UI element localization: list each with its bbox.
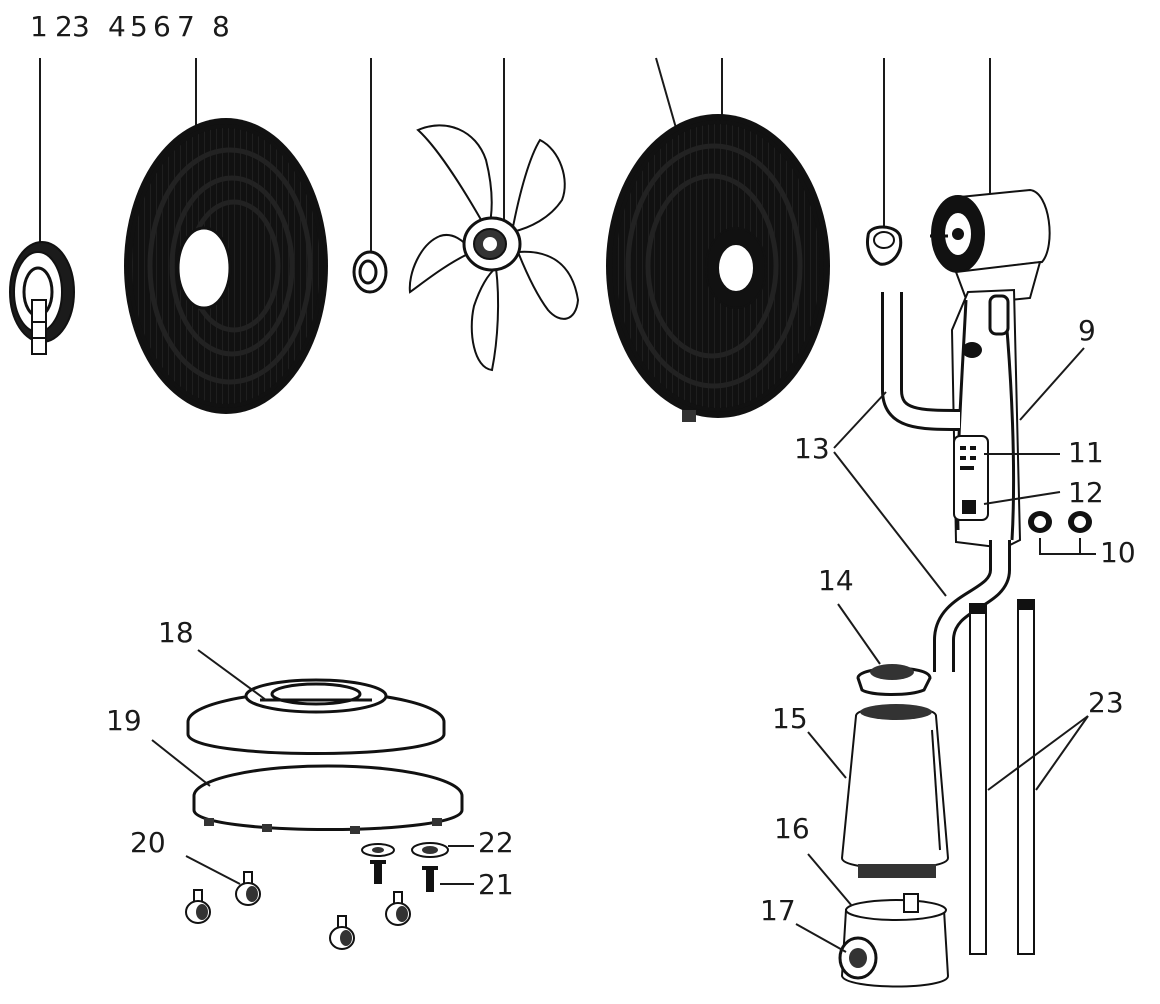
fan-blade-part (408, 124, 580, 372)
poles-part (969, 599, 1035, 955)
label-4: 4 (108, 10, 126, 43)
label-11: 11 (1068, 436, 1104, 469)
label-10: 10 (1100, 536, 1136, 569)
label-12: 12 (1068, 476, 1104, 509)
label-16: 16 (774, 812, 810, 845)
spinner-cap-part (9, 241, 75, 355)
label-13: 13 (794, 432, 830, 465)
label-3: 3 (72, 10, 90, 43)
front-grill-part (124, 118, 328, 414)
water-tube-part (881, 292, 1011, 672)
motor-body-part (930, 188, 1051, 550)
tank-cap-part (856, 664, 932, 696)
blade-nut-part (352, 250, 388, 294)
label-9: 9 (1078, 314, 1096, 347)
label-14: 14 (818, 564, 854, 597)
castors-part (185, 871, 411, 950)
label-6: 6 (153, 10, 171, 43)
knobs-part (1028, 511, 1092, 533)
label-18: 18 (158, 616, 194, 649)
label-20: 20 (130, 826, 166, 859)
top-leader-lines (39, 57, 991, 270)
base-cover-part (186, 678, 446, 755)
label-5: 5 (130, 10, 148, 43)
pump-base-part (838, 893, 950, 988)
rear-grill-part (606, 114, 830, 422)
label-2: 2 (55, 10, 73, 43)
label-17: 17 (760, 894, 796, 927)
label-23: 23 (1088, 686, 1124, 719)
water-tank-part (840, 704, 950, 878)
label-8: 8 (212, 10, 230, 43)
base-plate-part (192, 764, 464, 834)
top-label-group: 1 2 3 4 5 6 7 8 (30, 10, 230, 43)
side-label-group: 9 11 12 10 13 14 15 16 17 23 18 (106, 314, 1136, 953)
label-7: 7 (177, 10, 195, 43)
label-1: 1 (30, 10, 48, 43)
label-22: 22 (478, 826, 514, 859)
label-19: 19 (106, 704, 142, 737)
label-21: 21 (478, 868, 514, 901)
washers-screws-part (361, 842, 449, 892)
label-15: 15 (772, 702, 808, 735)
grill-nut-part (866, 225, 903, 266)
